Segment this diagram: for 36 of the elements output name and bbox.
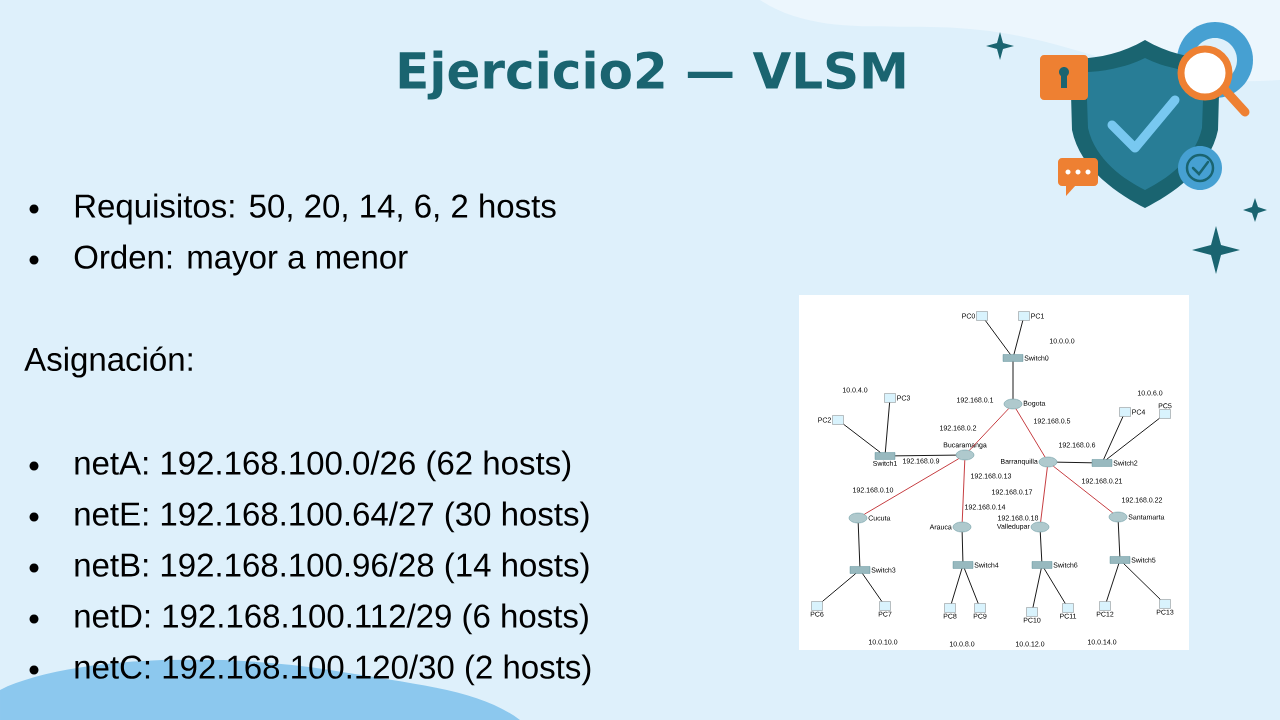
link-line [822, 573, 857, 602]
section-heading: Asignación: [24, 346, 192, 378]
link-line [1039, 531, 1043, 562]
link-line [863, 458, 960, 515]
bullet-item: Orden: mayor a menor [29, 244, 408, 276]
link-line [961, 459, 966, 523]
link-line [857, 522, 861, 567]
link-line [961, 531, 964, 562]
link-line [1032, 568, 1042, 608]
link-line [1012, 361, 1014, 400]
link-line [1015, 408, 1046, 458]
link-line [894, 454, 957, 457]
bullet-item: netA: 192.168.100.0/26 (62 hosts) [29, 450, 571, 482]
bullet-item: Requisitos: 50, 20, 14, 6, 2 hosts [29, 193, 556, 225]
link-line [1040, 466, 1048, 523]
link-line [862, 573, 883, 602]
link-line [884, 402, 891, 453]
link-line [1056, 461, 1093, 464]
link-line [950, 568, 963, 604]
bullet-item: netE: 192.168.100.64/27 (30 hosts) [29, 501, 589, 533]
bullet-item: netB: 192.168.100.96/28 (14 hosts) [29, 552, 589, 584]
link-line [968, 408, 1010, 451]
link-line [1103, 416, 1124, 460]
bullet-item: netD: 192.168.100.112/29 (6 hosts) [29, 603, 588, 635]
link-line [1043, 568, 1066, 604]
link-line [1052, 465, 1114, 514]
link-line [964, 568, 979, 604]
link-line [1013, 320, 1024, 355]
link-line [1117, 521, 1121, 557]
slide-title: Ejercicio2 — VLSM [399, 50, 905, 100]
link-line [1123, 563, 1161, 600]
link-line [1106, 418, 1160, 460]
link-line [1106, 563, 1120, 602]
bullet-item: netC: 192.168.100.120/30 (2 hosts) [29, 654, 591, 686]
link-line [985, 320, 1011, 355]
link-line [843, 423, 881, 453]
